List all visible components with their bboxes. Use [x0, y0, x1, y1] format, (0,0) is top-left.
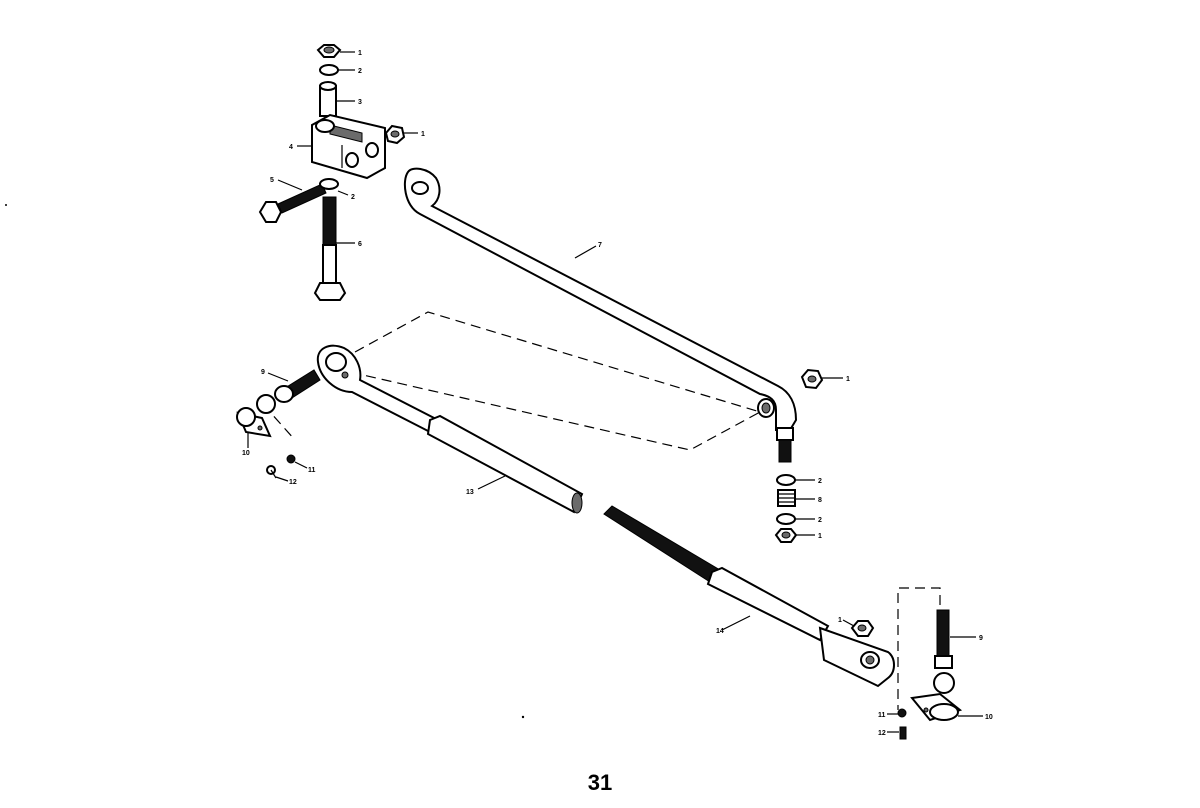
page-number: 31 — [587, 770, 613, 795]
bolt-washer — [319, 178, 339, 190]
right-ball-stud — [933, 609, 955, 694]
right-ball-socket — [910, 692, 963, 722]
callout-4: 4 — [289, 144, 293, 151]
callout-9: 9 — [979, 635, 983, 642]
callout-12: 12 — [289, 479, 297, 486]
stray-speck — [521, 715, 525, 719]
callout-13: 13 — [466, 489, 474, 496]
lower-washer-upper — [776, 474, 796, 486]
tie-rod-right — [603, 505, 895, 688]
callout-2: 2 — [818, 517, 822, 524]
callout-1: 1 — [838, 617, 842, 624]
callout-1: 1 — [358, 50, 362, 57]
side-nut — [384, 124, 406, 145]
leader-lines — [247, 51, 983, 733]
callout-1: 1 — [421, 131, 425, 138]
callout-12: 12 — [878, 730, 886, 737]
callout-11: 11 — [308, 467, 316, 474]
callout-2: 2 — [358, 68, 362, 75]
spring — [777, 489, 796, 507]
callout-5: 5 — [270, 177, 274, 184]
right-lockwasher — [897, 708, 907, 718]
callout-1: 1 — [818, 533, 822, 540]
callout-3: 3 — [358, 99, 362, 106]
tie-rod-left — [316, 344, 584, 514]
top-nut — [316, 44, 342, 58]
assembly-guide-line-right — [897, 587, 941, 710]
clevis-bolt — [258, 183, 327, 223]
long-bolt — [313, 196, 347, 301]
callout-2: 2 — [818, 478, 822, 485]
left-ball-stud — [256, 369, 321, 414]
callout-6: 6 — [358, 241, 362, 248]
drag-link — [403, 167, 798, 463]
left-screw — [266, 465, 277, 479]
callout-2: 2 — [351, 194, 355, 201]
callout-10: 10 — [985, 714, 993, 721]
callout-11: 11 — [878, 712, 886, 719]
drag-link-nut — [800, 368, 824, 390]
callout-14: 14 — [716, 628, 724, 635]
left-lockwasher — [286, 454, 296, 464]
tie-rod-nut — [850, 620, 875, 637]
lower-nut — [774, 528, 798, 543]
lower-washer-lower — [776, 513, 796, 525]
assembly-guide-line-upper — [349, 311, 762, 451]
left-ball-socket — [236, 407, 272, 438]
callout-9: 9 — [261, 369, 265, 376]
stray-speck — [5, 204, 7, 206]
callout-1: 1 — [846, 376, 850, 383]
right-screw — [899, 726, 907, 740]
clevis-block — [311, 113, 386, 180]
callout-10: 10 — [242, 450, 250, 457]
clevis-pin — [319, 81, 337, 117]
callout-8: 8 — [818, 497, 822, 504]
top-washer — [319, 64, 339, 76]
callout-7: 7 — [598, 242, 602, 249]
